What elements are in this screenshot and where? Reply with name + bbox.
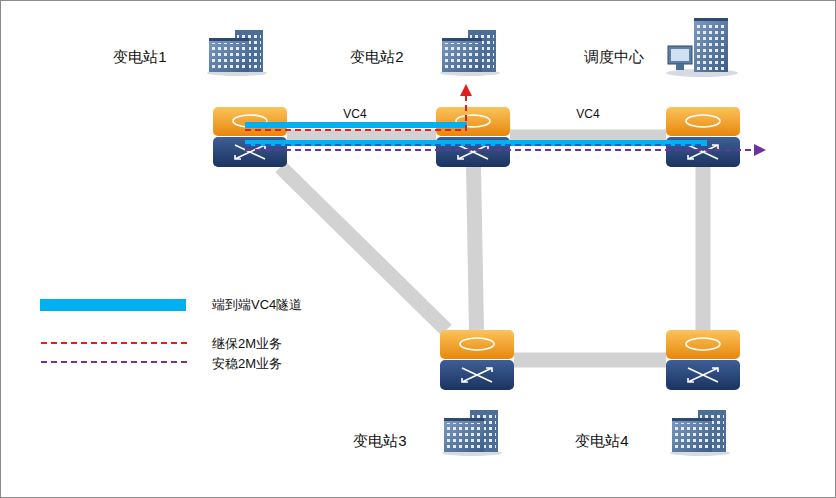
switch-bottom bbox=[440, 360, 514, 390]
switch-glyph bbox=[462, 368, 492, 382]
switch-top bbox=[436, 107, 510, 136]
switch-top bbox=[213, 107, 287, 136]
station-name: 调度中心 bbox=[584, 48, 644, 67]
stability-service bbox=[245, 149, 760, 151]
fiber-link bbox=[514, 353, 666, 368]
station-name: 变电站4 bbox=[575, 432, 628, 451]
switch-glyph bbox=[458, 145, 488, 159]
fiber-link bbox=[281, 167, 447, 330]
switch-bottom bbox=[213, 137, 287, 167]
switch-bottom bbox=[666, 137, 740, 167]
station-name: 变电站1 bbox=[113, 48, 166, 67]
relay-protection-service bbox=[245, 90, 466, 130]
switch-top bbox=[440, 330, 514, 359]
tunnel-dash bbox=[245, 144, 705, 146]
switch-glyph bbox=[456, 115, 490, 127]
switch-node: 变电站2 bbox=[436, 107, 510, 167]
switch-node: 变电站1 bbox=[213, 107, 287, 167]
switch-symbol bbox=[440, 330, 514, 390]
switch-node: 变电站4 bbox=[666, 330, 740, 390]
tunnel-label: VC4 bbox=[343, 107, 366, 121]
fiber-link bbox=[510, 130, 666, 145]
legend-text: 继保2M业务 bbox=[212, 335, 282, 353]
substation-building bbox=[207, 30, 267, 76]
substation-building bbox=[440, 30, 500, 76]
switch-glyph bbox=[235, 145, 265, 159]
switch-glyph bbox=[460, 338, 494, 350]
legend-text: 安稳2M业务 bbox=[212, 355, 282, 373]
switch-glyph bbox=[686, 115, 720, 127]
legend-text: 端到端VC4隧道 bbox=[212, 296, 302, 314]
switch-glyph bbox=[233, 115, 267, 127]
station-name: 变电站2 bbox=[350, 48, 403, 67]
legend-dash bbox=[41, 342, 190, 344]
switch-glyph bbox=[688, 145, 718, 159]
switch-glyph bbox=[688, 368, 718, 382]
switch-bottom bbox=[666, 360, 740, 390]
switch-glyph bbox=[686, 338, 720, 350]
legend-swatch bbox=[40, 299, 186, 311]
station-name: 变电站3 bbox=[353, 432, 406, 451]
legend-line-sample bbox=[40, 359, 192, 365]
vc4-tunnel bbox=[245, 140, 707, 146]
switch-symbol bbox=[666, 330, 740, 390]
switch-symbol bbox=[666, 107, 740, 167]
vc4-tunnel bbox=[245, 122, 467, 128]
legend-dash bbox=[41, 361, 190, 363]
switch-symbol bbox=[213, 107, 287, 167]
substation-building bbox=[670, 410, 730, 456]
switch-node: 变电站3 bbox=[440, 330, 514, 390]
switch-top bbox=[666, 330, 740, 359]
connector-layer bbox=[281, 137, 703, 360]
switch-bottom bbox=[436, 137, 510, 167]
substation-building bbox=[442, 410, 502, 456]
legend-line-sample bbox=[40, 340, 192, 346]
fiber-link bbox=[474, 167, 477, 330]
fiber-link bbox=[287, 130, 436, 145]
tunnel-label: VC4 bbox=[576, 107, 599, 121]
dispatch-center-building bbox=[666, 18, 738, 77]
switch-node: 调度中心 bbox=[666, 107, 740, 167]
switch-top bbox=[666, 107, 740, 136]
fiber-link bbox=[696, 167, 711, 330]
switch-symbol bbox=[436, 107, 510, 167]
